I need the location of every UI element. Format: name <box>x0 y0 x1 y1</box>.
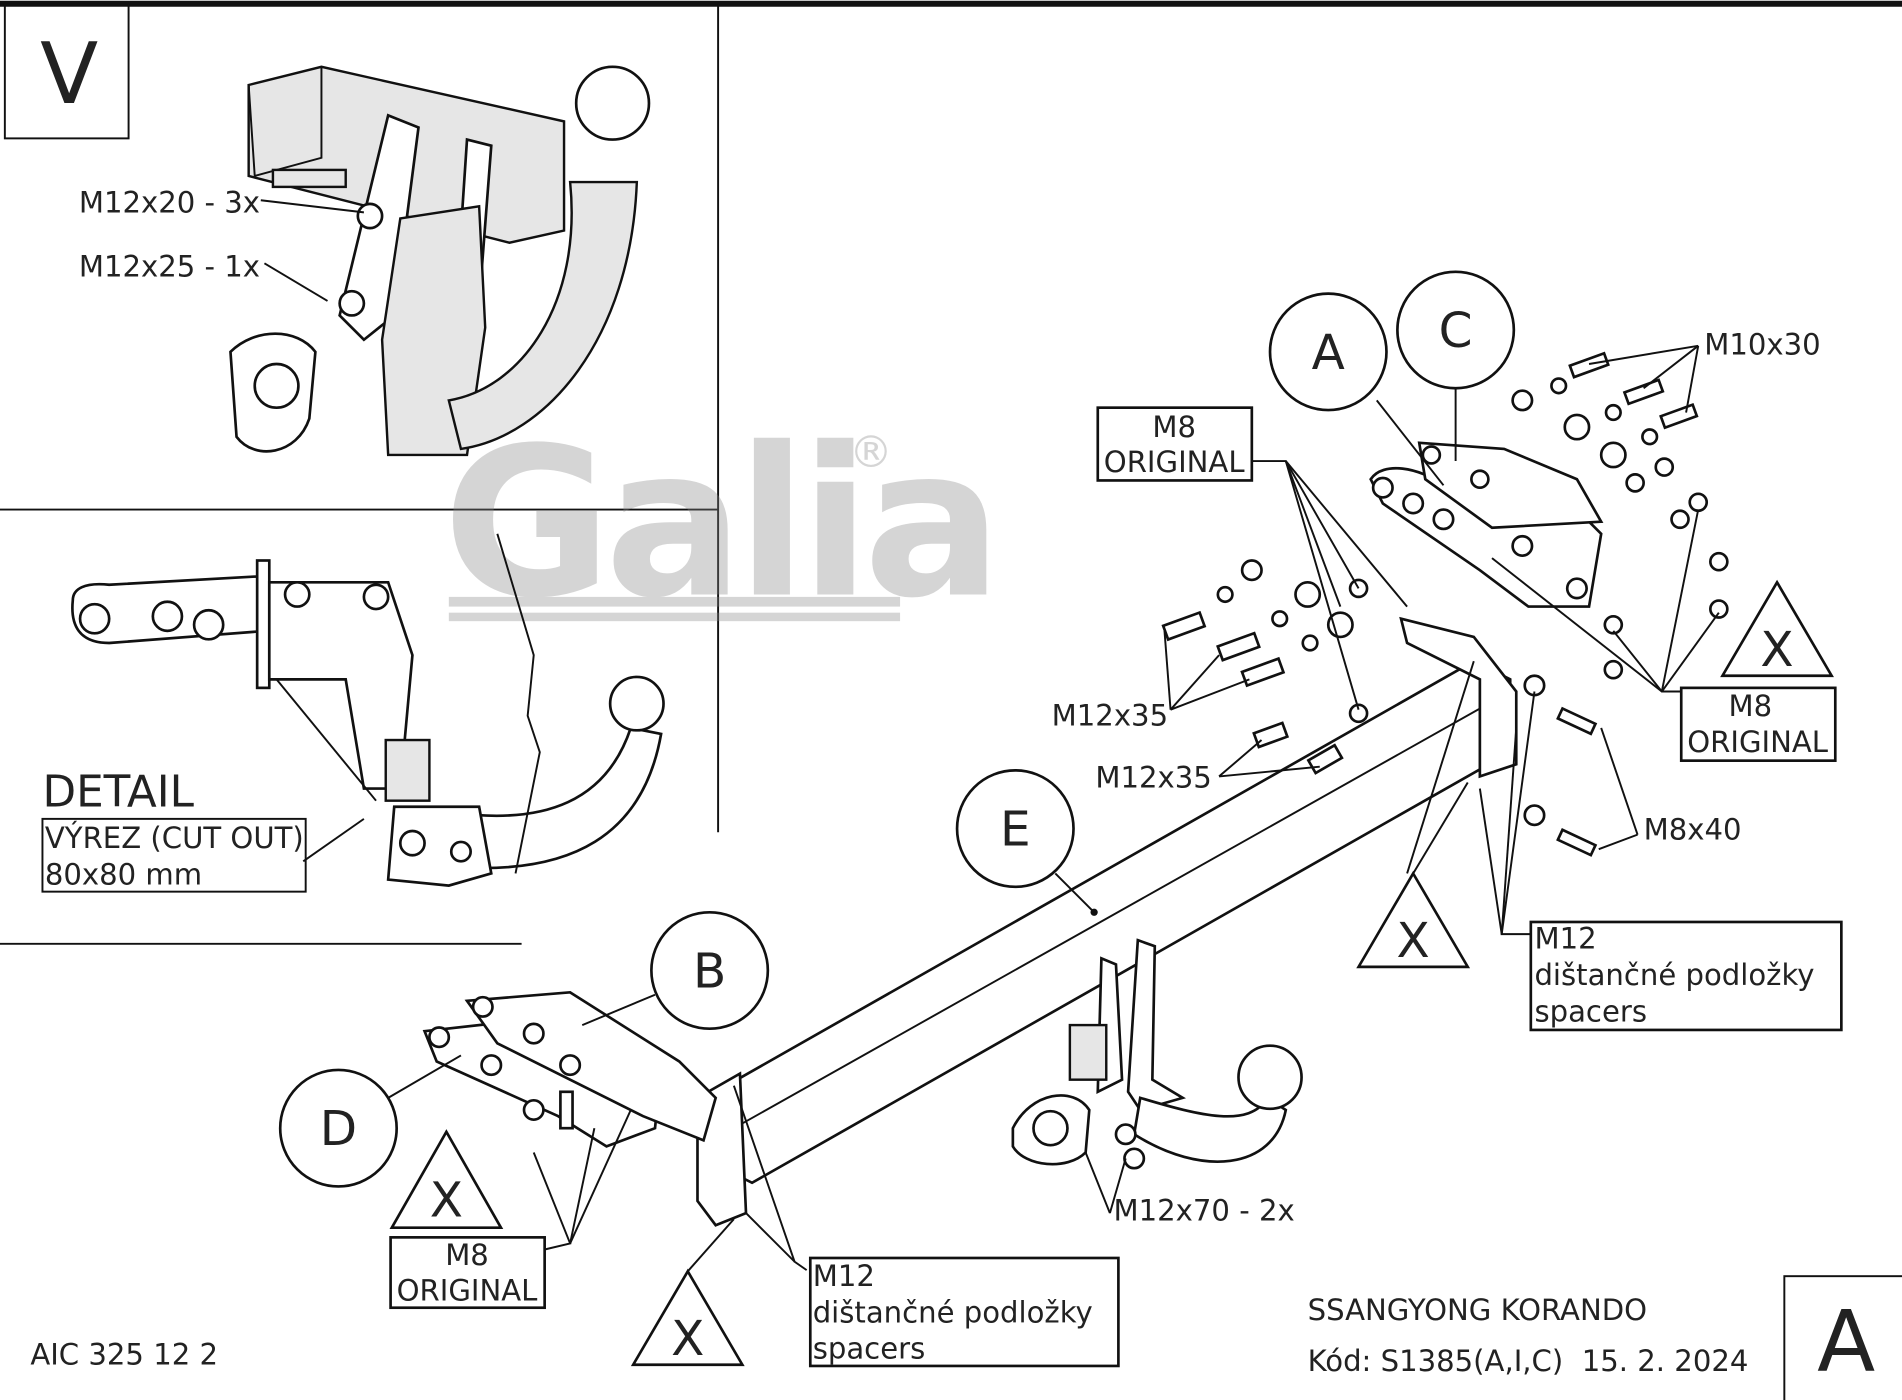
m12-spacers-box-bottom: M12 dištančné podložky spacers <box>808 1256 1120 1368</box>
part-callout-c: C <box>1396 270 1516 390</box>
detail-cutout-label: VÝREZ (CUT OUT) <box>45 821 304 855</box>
part-letter: A <box>1312 325 1345 381</box>
svg-text:M12: M12 <box>813 1259 875 1293</box>
galia-watermark: Galia ® <box>443 403 1003 643</box>
bolts-right <box>1511 351 1729 680</box>
bolt-label-m12x35-a: M12x35 <box>1052 698 1168 732</box>
leader-lines <box>387 344 1720 1272</box>
bolts-left-row <box>1161 559 1598 857</box>
part-letter: D <box>320 1101 357 1157</box>
drawing-code: AIC 325 12 2 <box>30 1338 218 1372</box>
view-v-hitch-drawing <box>229 65 651 457</box>
detail-drawing <box>71 533 665 887</box>
svg-text:ORIGINAL: ORIGINAL <box>1104 445 1246 479</box>
bolt-label-m12x35-b: M12x35 <box>1095 760 1211 794</box>
svg-text:ORIGINAL: ORIGINAL <box>1687 725 1829 759</box>
sheet-box <box>1783 1275 1902 1400</box>
svg-text:X: X <box>1397 913 1430 969</box>
part-callout-b: B <box>650 910 770 1031</box>
svg-text:dištančné podložky: dištančné podložky <box>813 1295 1093 1329</box>
galia-logo: Galia <box>443 403 996 643</box>
kod-date: Kód: S1385(A,I,C) 15. 2. 2024 <box>1308 1344 1749 1378</box>
svg-text:M12: M12 <box>1534 922 1596 956</box>
svg-text:X: X <box>430 1173 463 1229</box>
svg-text:X: X <box>671 1311 704 1367</box>
x-marker-left: X <box>389 1129 504 1229</box>
bolt-label-m10x30: M10x30 <box>1704 327 1820 361</box>
bolt-label-m12x25: M12x25 - 1x <box>79 250 260 284</box>
svg-text:ORIGINAL: ORIGINAL <box>397 1273 539 1307</box>
m8-original-box-top: M8 ORIGINAL <box>1096 406 1254 482</box>
m8-original-box-right: M8 ORIGINAL <box>1679 686 1837 762</box>
part-callout-e: E <box>955 769 1075 889</box>
svg-text:M8: M8 <box>1729 689 1773 723</box>
bolt-label-m8x40: M8x40 <box>1644 812 1742 846</box>
m8-original-box-left: M8 ORIGINAL <box>389 1236 546 1310</box>
bolt-label-m12x20: M12x20 - 3x <box>79 185 260 219</box>
part-letter: B <box>693 943 726 999</box>
m12-spacers-box-right: M12 dištančné podložky spacers <box>1529 920 1843 1032</box>
registered-mark: ® <box>849 427 893 478</box>
x-marker-mid-right: X <box>1356 870 1471 969</box>
detail-cutout-size: 80x80 mm <box>45 857 202 891</box>
x-marker-bottom: X <box>630 1268 745 1367</box>
svg-text:M8: M8 <box>445 1238 489 1272</box>
detail-cutout-box <box>41 817 307 893</box>
view-v-letter: V <box>40 25 98 124</box>
detail-title: DETAIL <box>42 767 194 818</box>
svg-text:dištančné podložky: dištančné podložky <box>1534 958 1814 992</box>
svg-text:M8: M8 <box>1152 410 1196 444</box>
part-letter: C <box>1439 303 1473 359</box>
bolt-label-m12x70: M12x70 - 2x <box>1114 1193 1295 1227</box>
main-assembly-drawing <box>387 344 1729 1272</box>
sheet-letter: A <box>1817 1293 1875 1392</box>
vehicle-name: SSANGYONG KORANDO <box>1308 1293 1647 1327</box>
svg-text:spacers: spacers <box>1534 994 1647 1028</box>
x-marker-top-right: X <box>1720 579 1834 678</box>
svg-text:X: X <box>1760 622 1793 678</box>
frame <box>0 0 1902 945</box>
part-callout-a: A <box>1268 292 1388 412</box>
svg-text:spacers: spacers <box>813 1332 926 1366</box>
part-callout-d: D <box>278 1068 398 1188</box>
part-letter: E <box>1000 802 1031 858</box>
